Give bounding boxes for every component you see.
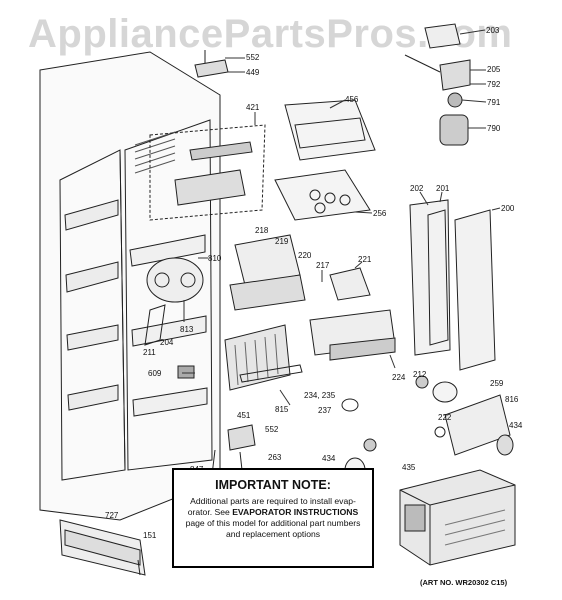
part-790-filter-group [404,23,471,146]
part-810-fan [144,257,204,346]
callout-451: 451 [237,411,251,420]
note-line-2-pre: orator. See [187,507,233,517]
note-line-1: Additional parts are required to install… [190,496,356,506]
part-421-air-tower [149,124,266,221]
callout-202: 202 [410,184,424,193]
note-body: Additional parts are required to install… [174,496,372,540]
callout-259: 816 [505,395,519,404]
callout-552-top: 552 [246,53,260,62]
callout-449: 449 [246,68,260,77]
callout-810: 810 [208,254,222,263]
callout-205: 205 [487,65,501,74]
callout-609: 609 [148,369,162,378]
callout-234-235: 234, 235 [304,391,336,400]
callout-222: 434 [509,421,523,430]
part-200-cover [409,199,496,371]
callout-434-right: 212 [413,370,427,379]
callout-201: 201 [436,184,450,193]
callout-727: 727 [105,511,119,520]
callout-816: 435 [402,463,416,472]
callout-labels: 203 205 792 791 790 552 449 421 456 256 … [105,26,523,540]
callout-421: 421 [246,103,260,112]
callout-263: 263 [268,453,282,462]
callout-221: 221 [358,255,372,264]
note-title: IMPORTANT NOTE: [215,478,331,492]
part-259-light-housing [434,394,514,456]
callout-237: 237 [318,406,332,415]
callout-552-mid: 552 [265,425,279,434]
callout-220: 220 [298,251,312,260]
callout-224: 224 [392,373,406,382]
part-552-screw [194,50,229,78]
part-256-plate [274,169,371,221]
part-815-evaporator [224,324,303,391]
part-816-control-unit [399,469,516,566]
callout-203: 203 [486,26,500,35]
callout-791: 791 [487,98,501,107]
part-434-bulb [341,375,458,483]
callout-218: 218 [255,226,269,235]
callout-204: 204 [160,338,174,347]
callout-200: 200 [501,204,515,213]
callout-456: 456 [345,95,359,104]
part-220-duct [229,234,396,361]
callout-211: 211 [143,348,156,357]
note-line-4: and replacement options [225,529,321,539]
callout-256: 256 [373,209,387,218]
callout-815: 815 [275,405,289,414]
part-456-cover [284,99,376,161]
callout-212: 222 [438,413,452,422]
important-note-box: IMPORTANT NOTE: Additional parts are req… [172,468,374,568]
callout-792: 792 [487,80,501,89]
callout-435-right: 259 [490,379,504,388]
callout-151: 151 [143,531,157,540]
note-line-3: page of this model for additional part n… [185,518,361,528]
note-line-2-bold: EVAPORATOR INSTRUCTIONS [232,507,359,517]
callout-217: 217 [316,261,330,270]
part-609-heater [177,365,195,379]
art-number: (ART NO. WR20302 C15) [420,578,508,587]
callout-790: 790 [487,124,501,133]
part-727-toe-grille [64,529,141,576]
leader-lines [182,29,501,406]
callout-813: 813 [180,325,194,334]
callout-219: 219 [275,237,289,246]
callout-434-left: 434 [322,454,336,463]
